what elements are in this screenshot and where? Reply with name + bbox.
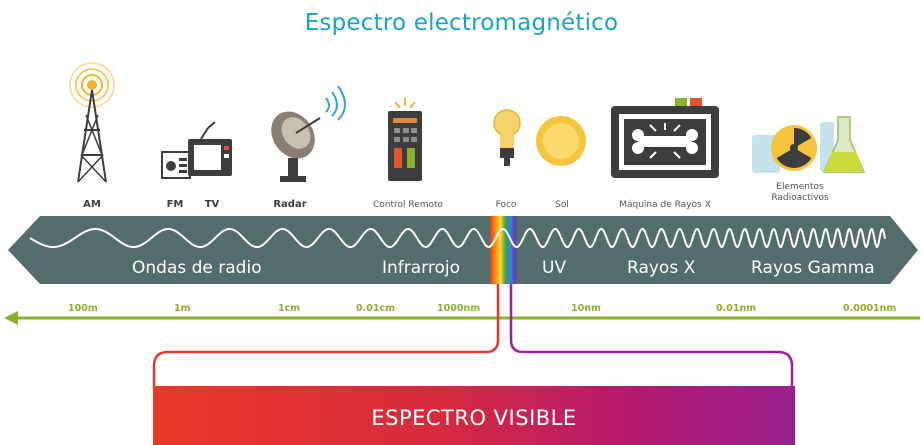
remote-control-icon	[388, 98, 422, 181]
tv-icon	[188, 121, 232, 176]
flask-icon	[822, 116, 866, 173]
label-fm: FM	[166, 199, 184, 210]
label-radar: Radar	[273, 199, 307, 210]
visible-spectrum-label: ESPECTRO VISIBLE	[371, 406, 577, 430]
label-radioactivos: Radioactivos	[771, 193, 829, 203]
band-ondas-de-radio: Ondas de radio	[132, 258, 262, 278]
visible-connector-red	[152, 284, 500, 388]
radar-dish-icon	[271, 85, 346, 182]
label-sol: Sol	[555, 200, 569, 210]
page-title: Espectro electromagnético	[304, 10, 619, 36]
sun-icon	[536, 116, 586, 166]
wavelength-label: 1m	[174, 303, 191, 314]
label-control-remoto: Control Remoto	[372, 200, 444, 210]
wavelength-label: 0.01nm	[716, 303, 757, 314]
band-rayos-x: Rayos X	[627, 258, 696, 278]
wavelength-label: 0.0001nm	[843, 303, 897, 314]
radioactive-icon	[752, 122, 834, 173]
wavelength-label: 100m	[68, 303, 98, 314]
wavelength-label: 0.01cm	[356, 303, 395, 314]
label-foco: Foco	[495, 200, 517, 210]
visible-spectrum-box: ESPECTRO VISIBLE	[153, 386, 795, 445]
wavelength-label: 10nm	[571, 303, 601, 314]
xray-machine-icon	[611, 98, 719, 178]
wave-line	[29, 227, 886, 249]
spectrum-band	[8, 216, 918, 284]
wavelength-label: 1000nm	[437, 303, 481, 314]
visible-connector-purple	[509, 284, 794, 388]
band-infrarrojo: Infrarrojo	[382, 258, 461, 278]
light-bulb-icon	[493, 109, 521, 166]
label-elementos: Elementos	[776, 182, 824, 192]
label-am: AM	[83, 199, 101, 210]
radio-tower-icon	[69, 62, 115, 183]
wavelength-label: 1cm	[278, 303, 301, 314]
label-tv: TV	[204, 199, 220, 210]
band-rayos-gamma: Rayos Gamma	[751, 258, 875, 278]
band-uv: UV	[542, 258, 567, 278]
arrow-head-icon	[4, 311, 18, 325]
visible-stripe	[490, 216, 516, 284]
label-maquina-rayos-x: Máquina de Rayos X	[619, 200, 711, 210]
